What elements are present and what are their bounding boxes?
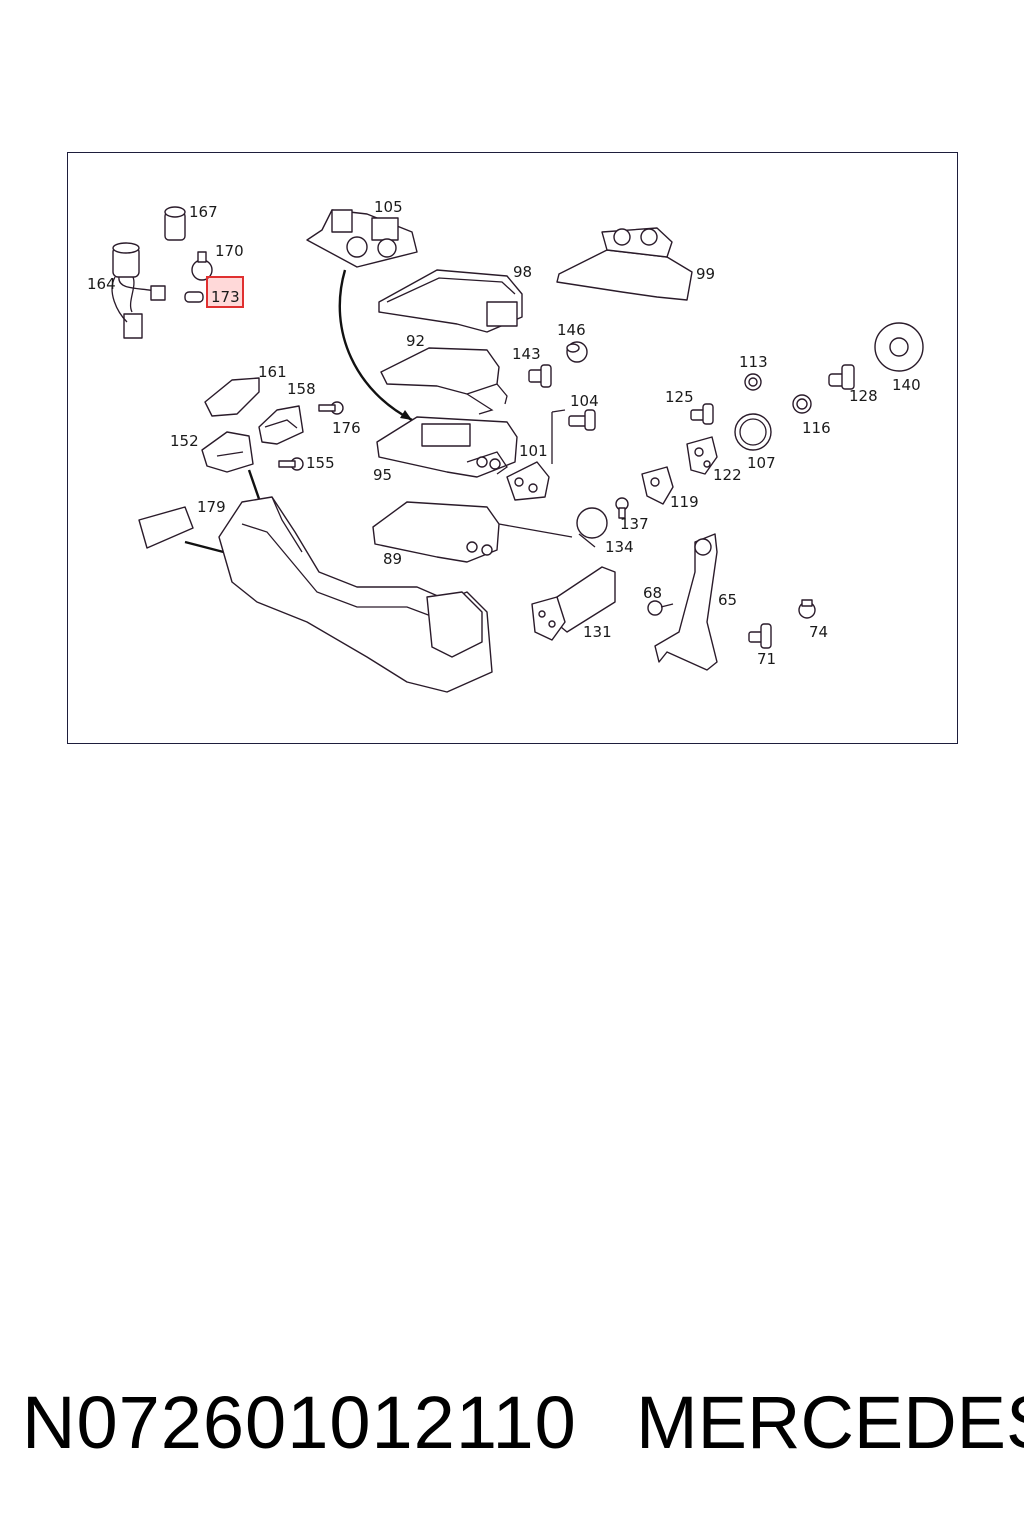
part-143 [528,364,552,388]
socket-assembly-164 [111,242,158,339]
part-101 [506,409,566,501]
part-number: N072601012110 [22,1381,577,1464]
callout-119: 119 [670,493,699,511]
part-158 [258,405,304,445]
center-console-shell [218,496,493,693]
callout-101: 101 [519,442,548,460]
part-137 [615,497,629,519]
callout-161: 161 [258,363,287,381]
callout-167: 167 [189,203,218,221]
part-122 [686,436,718,475]
callout-116: 116 [802,419,831,437]
part-131 [531,566,616,641]
part-113 [744,373,762,391]
callout-155: 155 [306,454,335,472]
part-92 [380,347,508,415]
lamp-holder-167 [164,206,186,241]
callout-113: 113 [739,353,768,371]
part-119 [641,466,674,505]
part-140 [874,322,924,372]
exploded-parts-diagram: 167 170 164 173 105 98 99 92 146 143 104… [87,198,924,693]
callout-107: 107 [747,454,776,472]
bulb-173 [184,291,204,303]
callout-95: 95 [373,466,392,484]
callout-164: 164 [87,275,116,293]
brand-name: MERCEDES [636,1381,1024,1464]
callout-68: 68 [643,584,662,602]
callout-176: 176 [332,419,361,437]
callout-92: 92 [406,332,425,350]
part-146 [566,341,588,363]
part-152 [201,431,254,473]
part-99 [556,227,693,301]
diagram-frame [67,152,958,744]
bulb-170 [191,251,213,281]
callout-122: 122 [713,466,742,484]
callout-173[interactable]: 173 [211,288,240,306]
part-68 [647,600,674,616]
callout-137: 137 [620,515,649,533]
part-134 [576,507,608,548]
part-161 [204,377,260,417]
part-74 [798,599,816,619]
callout-74: 74 [809,623,828,641]
callout-140: 140 [892,376,921,394]
callout-170: 170 [215,242,244,260]
part-71 [748,623,772,649]
highlight-box-173 [206,276,244,308]
callout-71: 71 [757,650,776,668]
part-89 [372,501,573,563]
part-128 [828,364,855,390]
callout-105: 105 [374,198,403,216]
callout-131: 131 [583,623,612,641]
callout-146: 146 [557,321,586,339]
footer: N072601012110 MERCEDES [0,1378,1024,1468]
part-116 [792,394,812,414]
part-98 [378,269,523,333]
connector-plug [150,285,166,301]
callout-179: 179 [197,498,226,516]
part-95 [376,416,518,478]
callout-125: 125 [665,388,694,406]
part-179 [138,506,194,549]
part-155 [278,457,304,471]
part-104 [568,409,596,431]
callout-158: 158 [287,380,316,398]
part-125 [690,403,714,425]
callout-143: 143 [512,345,541,363]
callout-128: 128 [849,387,878,405]
callout-65: 65 [718,591,737,609]
callout-104: 104 [570,392,599,410]
callout-89: 89 [383,550,402,568]
part-107 [734,413,772,451]
part-176 [318,401,344,415]
callout-98: 98 [513,263,532,281]
part-105 [306,209,418,268]
callout-99: 99 [696,265,715,283]
part-65 [654,533,718,671]
callout-152: 152 [170,432,199,450]
callout-134: 134 [605,538,634,556]
arrow-105-to-95 [338,269,413,422]
